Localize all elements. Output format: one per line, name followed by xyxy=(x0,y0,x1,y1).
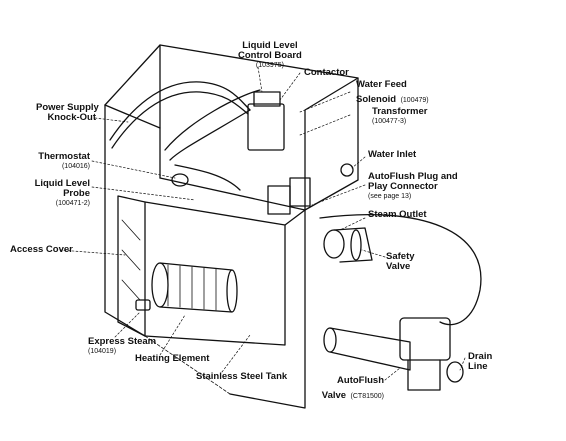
label-power-supply-knockout: Power Supply Knock-Out xyxy=(36,102,99,123)
power-conduit xyxy=(109,81,251,149)
label-liquid-level-control-board: Liquid Level Control Board (103975) xyxy=(238,41,302,69)
label-line: Valve xyxy=(321,389,347,401)
label-line: Express Steam xyxy=(88,336,157,347)
label-line: Control Board xyxy=(238,49,302,61)
safety-valve xyxy=(323,227,373,263)
label-line: Valve xyxy=(386,260,411,272)
label-line: Solenoid xyxy=(356,93,397,105)
label-liquid-level-probe: Liquid Level Probe (100471-2) xyxy=(28,179,90,207)
label-line: Line xyxy=(468,360,488,372)
label-line: Transformer xyxy=(372,106,428,117)
label-line: Contactor xyxy=(304,67,349,78)
label-line: Stainless Steel Tank xyxy=(196,371,288,382)
part-number: (104016) xyxy=(61,162,90,170)
control-components xyxy=(164,89,311,215)
label-line: Power Supply xyxy=(36,102,99,113)
label-line: Probe xyxy=(63,187,90,199)
label-line: Drain xyxy=(468,351,493,362)
part-number: (103975) xyxy=(255,61,284,69)
label-line: Liquid Level xyxy=(34,178,90,189)
label-safety-valve: Safety Valve xyxy=(386,252,415,272)
autoflush-cable xyxy=(319,214,482,326)
autoflush-valve xyxy=(323,317,464,391)
label-heating-element: Heating Element xyxy=(135,354,209,364)
label-line: Heating Element xyxy=(135,353,210,364)
label-line: Knock-Out xyxy=(47,111,96,123)
label-line: Steam Outlet xyxy=(368,209,427,220)
label-line: Play Connector xyxy=(368,180,438,192)
page-note: (see page 13) xyxy=(368,192,412,200)
label-water-feed-solenoid: Water Feed Solenoid (100479) xyxy=(356,80,429,107)
label-autoflush-valve: AutoFlush Valve (CT81500) xyxy=(320,376,384,403)
label-line: Liquid Level xyxy=(242,40,298,51)
express-steam xyxy=(135,299,151,311)
label-line: Water Feed xyxy=(356,79,407,90)
label-line: AutoFlush Plug and xyxy=(368,171,458,182)
label-stainless-steel-tank: Stainless Steel Tank xyxy=(196,372,287,382)
label-access-cover: Access Cover xyxy=(10,245,73,255)
water-inlet xyxy=(340,163,354,177)
label-line: AutoFlush xyxy=(337,375,384,386)
label-line: Safety xyxy=(386,251,415,262)
part-number: (100479) xyxy=(400,96,429,104)
label-transformer: Transformer (100477-3) xyxy=(372,107,427,125)
label-drain-line: Drain Line xyxy=(468,352,492,372)
label-water-inlet: Water Inlet xyxy=(368,150,416,160)
label-autoflush-plug: AutoFlush Plug and Play Connector (see p… xyxy=(368,172,458,200)
part-number: (100471-2) xyxy=(55,199,90,207)
access-cover xyxy=(117,195,146,337)
label-line: Water Inlet xyxy=(368,149,417,160)
label-line: Access Cover xyxy=(10,244,73,255)
label-contactor: Contactor xyxy=(304,68,349,78)
label-express-steam: Express Steam (104019) xyxy=(88,337,156,355)
part-number: (104019) xyxy=(88,347,117,355)
label-thermostat: Thermostat (104016) xyxy=(28,152,90,170)
leader-lines xyxy=(59,66,466,381)
part-number: (CT81500) xyxy=(350,392,384,400)
label-line: Thermostat xyxy=(38,151,90,162)
stainless-steel-tank xyxy=(144,201,286,395)
heating-element xyxy=(151,262,238,313)
part-number: (100477-3) xyxy=(372,117,407,125)
label-steam-outlet: Steam Outlet xyxy=(368,210,427,220)
